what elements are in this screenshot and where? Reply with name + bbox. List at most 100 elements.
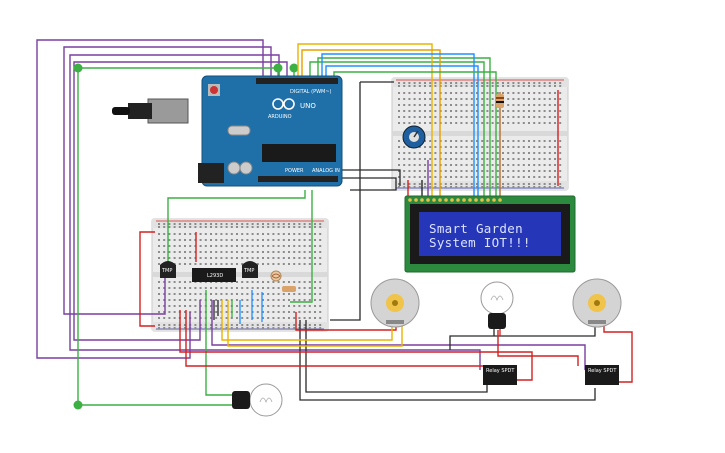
breadboard-hole (168, 226, 171, 228)
breadboard-hole (215, 293, 218, 295)
breadboard-hole (528, 98, 530, 100)
breadboard-hole (230, 324, 233, 326)
potentiometer[interactable] (402, 125, 426, 149)
breadboard-hole (418, 122, 421, 124)
breadboard-hole (429, 140, 432, 142)
breadboard-hole (178, 281, 181, 283)
breadboard-hole (496, 170, 499, 172)
breadboard-hole (230, 239, 233, 241)
breadboard-hole (533, 158, 536, 160)
breadboard-hole (215, 257, 218, 259)
breadboard-hole (486, 116, 489, 118)
breadboard-hole (455, 82, 458, 84)
resistor (496, 94, 504, 108)
breadboard-hole (460, 116, 463, 118)
breadboard-hole (220, 239, 223, 241)
breadboard-hole (507, 110, 510, 112)
breadboard-hole (429, 186, 432, 188)
svg-text:Relay SPDT: Relay SPDT (486, 368, 515, 374)
breadboard-hole (251, 287, 254, 289)
lcd-16x2-display[interactable]: Smart Garden System IOT!!! (404, 195, 576, 273)
breadboard-hole (413, 176, 416, 178)
breadboard-hole (288, 327, 290, 329)
dc-motor-right[interactable] (572, 278, 622, 328)
breadboard-hole (308, 305, 311, 307)
breadboard-hole (476, 140, 478, 142)
breadboard-hole (486, 170, 489, 172)
breadboard-hole (184, 233, 186, 235)
breadboard-hole (418, 92, 421, 94)
breadboard-hole (163, 317, 166, 319)
breadboard-hole (476, 98, 478, 100)
breadboard-hole (548, 158, 551, 160)
breadboard-hole (507, 186, 510, 188)
breadboard-hole (230, 245, 233, 247)
breadboard-hole (429, 183, 432, 185)
breadboard-hole (548, 140, 551, 142)
breadboard-hole (522, 92, 525, 94)
breadboard-hole (256, 327, 259, 329)
light-bulb-top[interactable] (480, 264, 529, 336)
relay-right[interactable]: Relay SPDT (585, 365, 619, 385)
wire-purple-group (36, 39, 586, 370)
breadboard-hole (502, 176, 504, 178)
breadboard-hole (434, 85, 437, 87)
breadboard-hole (496, 85, 499, 87)
breadboard-hole (434, 104, 437, 106)
breadboard-hole (158, 223, 160, 225)
breadboard-hole (522, 164, 525, 166)
breadboard-hole (522, 183, 525, 185)
breadboard-hole (303, 257, 306, 259)
breadboard-hole (538, 110, 541, 112)
breadboard-hole (543, 122, 546, 124)
transistor-left[interactable]: TMP (160, 261, 176, 278)
breadboard-hole (512, 85, 515, 87)
breadboard-hole (554, 85, 556, 87)
breadboard-hole (262, 281, 264, 283)
breadboard-top-right[interactable] (391, 77, 569, 191)
arduino-uno-board[interactable]: ARDUINO UNO DIGITAL (PWM~) POWER ANALOG … (112, 75, 343, 187)
breadboard-hole (282, 245, 285, 247)
breadboard-hole (314, 311, 316, 313)
breadboard-hole (210, 239, 212, 241)
photoresistor[interactable] (270, 270, 282, 282)
lcd-pin (420, 198, 424, 202)
breadboard-hole (528, 170, 530, 172)
breadboard-hole (288, 245, 290, 247)
breadboard-hole (418, 158, 421, 160)
breadboard-hole (277, 311, 280, 313)
reset-button[interactable] (210, 86, 218, 94)
breadboard-hole (319, 281, 322, 283)
breadboard-hole (251, 251, 254, 253)
breadboard-hole (496, 122, 499, 124)
breadboard-hole (548, 183, 551, 185)
analog-label: ANALOG IN (312, 168, 340, 174)
breadboard-hole (314, 223, 316, 225)
breadboard-hole (256, 226, 259, 228)
lcd-pin (468, 198, 472, 202)
breadboard-hole (424, 158, 426, 160)
transistor-right[interactable]: TMP (242, 261, 258, 278)
relay-left[interactable]: Relay SPDT (483, 365, 517, 385)
breadboard-hole (434, 110, 437, 112)
breadboard-hole (398, 183, 400, 185)
breadboard-hole (199, 287, 202, 289)
breadboard-hole (450, 164, 452, 166)
breadboard-hole (288, 223, 290, 225)
light-bulb-bottom[interactable] (232, 383, 283, 417)
breadboard-hole (256, 317, 259, 319)
breadboard-hole (293, 317, 296, 319)
breadboard-hole (455, 122, 458, 124)
breadboard-hole (418, 98, 421, 100)
breadboard-hole (230, 263, 233, 265)
breadboard-hole (168, 239, 171, 241)
breadboard-hole (470, 183, 473, 185)
lcd-pins (408, 198, 502, 202)
dc-motor-left[interactable] (370, 278, 420, 328)
breadboard-hole (288, 226, 290, 228)
breadboard-hole (246, 226, 249, 228)
breadboard-hole (158, 263, 160, 265)
breadboard-hole (413, 82, 416, 84)
l293d-motor-driver-chip[interactable]: L293D (192, 268, 236, 282)
breadboard-hole (220, 251, 223, 253)
